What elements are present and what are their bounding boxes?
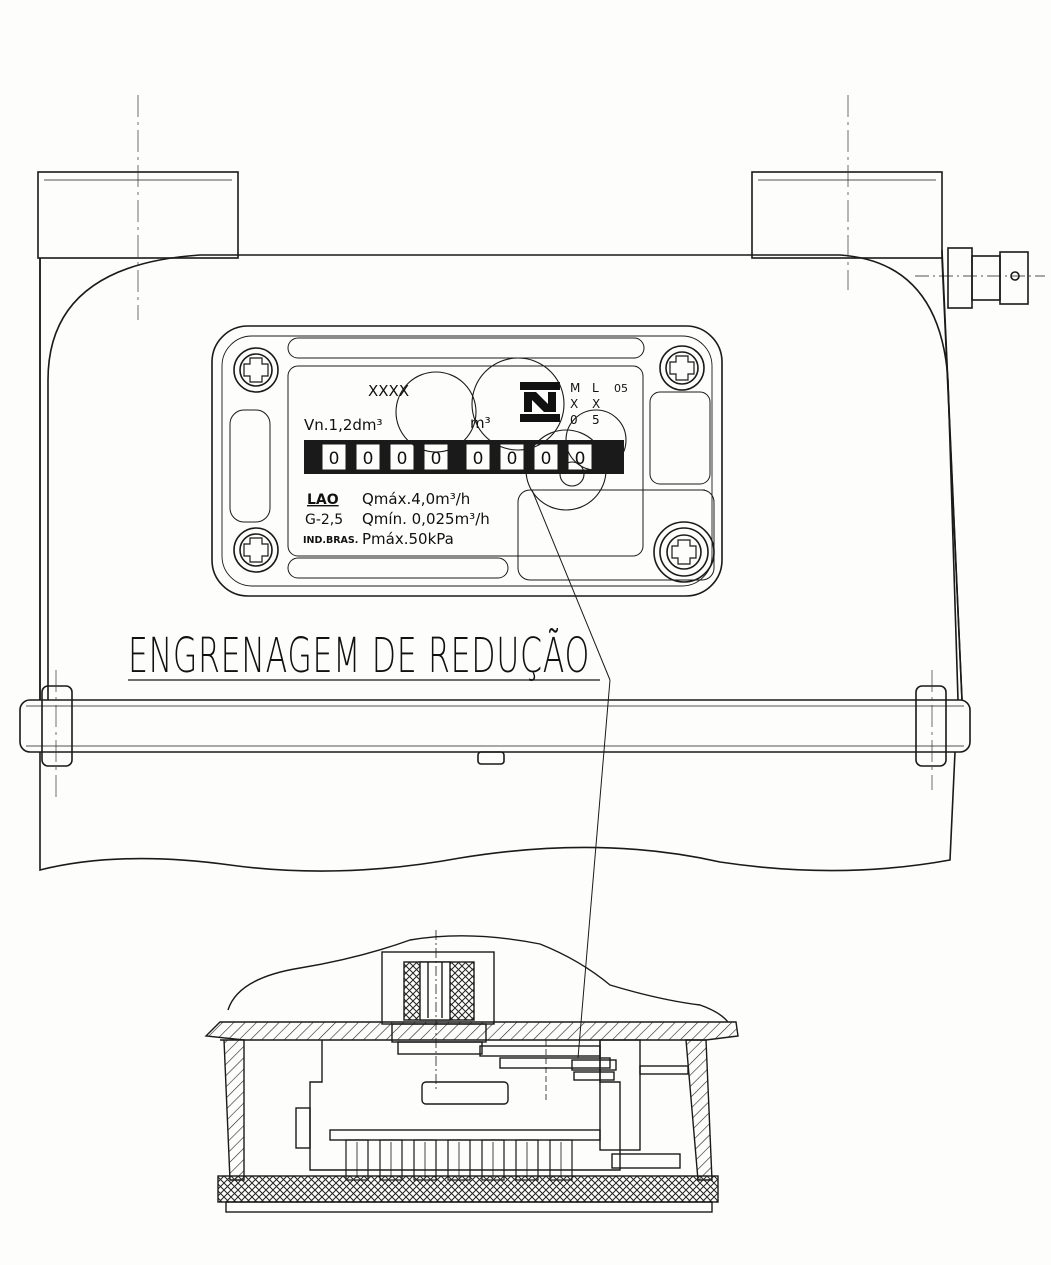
center-lines [55, 95, 933, 800]
counter-drum-block [295, 1040, 621, 1181]
right-wall-hatch [685, 1039, 713, 1181]
counter-digit: 0 [575, 449, 586, 469]
code-col2-row2: X [592, 397, 600, 411]
counter-digit: 0 [431, 449, 442, 469]
qmax-text: Qmáx.4,0m³/h [362, 490, 470, 508]
certification-logo-icon [520, 382, 560, 422]
side-valve [915, 247, 1045, 309]
screw-bottom-right [653, 521, 715, 583]
code-col1-row2: X [570, 397, 578, 411]
upper-mechanism [381, 930, 495, 1090]
gear-train [479, 1039, 689, 1169]
code-year-text: 05 [614, 382, 628, 395]
reduction-gear-circles [395, 357, 705, 511]
left-wall-hatch [220, 1039, 245, 1181]
counter-digit: 0 [329, 449, 340, 469]
counter-digit: 0 [507, 449, 518, 469]
screw-bottom-left [233, 527, 279, 573]
unit-text: m³ [470, 414, 491, 432]
nominal-volume-text: Vn.1,2dm³ [304, 416, 383, 434]
code-col2-row3: 5 [592, 413, 600, 427]
counter-digit: 0 [473, 449, 484, 469]
counter-display: 0 0 0 0 0 0 0 0 [304, 440, 624, 474]
model-text: G-2,5 [305, 512, 343, 528]
code-col2-row1: L [592, 381, 599, 395]
screw-top-right [659, 345, 705, 391]
screw-top-left [233, 347, 279, 393]
section-view [204, 930, 739, 1213]
code-col1-row1: M [570, 381, 580, 395]
cover-outline [227, 935, 729, 1023]
pmax-text: Pmáx.50kPa [362, 530, 454, 548]
meter-body [19, 171, 1045, 872]
counter-digit: 0 [397, 449, 408, 469]
counter-digit: 0 [541, 449, 552, 469]
drawing-title: ENGRENAGEM DE REDUÇÃO [128, 628, 590, 684]
leader-line [531, 489, 611, 1059]
brand-logo: LAO [307, 492, 339, 508]
origin-text: IND.BRAS. [303, 535, 358, 546]
qmin-text: Qmín. 0,025m³/h [362, 510, 490, 528]
nameplate [211, 325, 723, 597]
right-outlet-nozzle [751, 171, 943, 259]
serial-text: XXXX [368, 382, 409, 400]
counter-digit: 0 [363, 449, 374, 469]
